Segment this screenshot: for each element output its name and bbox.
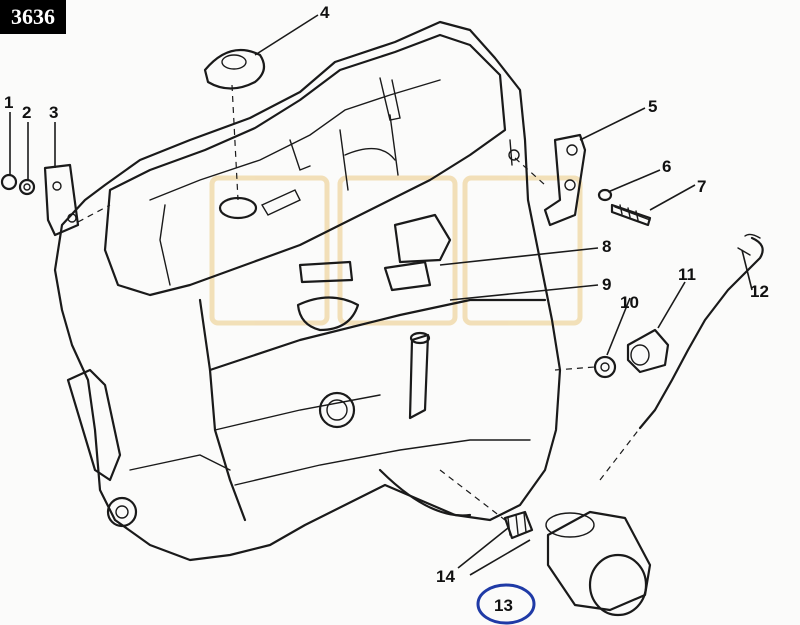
callout-6: 6 [662, 157, 671, 176]
callout-9: 9 [602, 275, 611, 294]
callout-13: 13 [494, 596, 513, 615]
callout-1: 1 [4, 93, 13, 112]
part-12-dipstick [599, 233, 764, 481]
engine-block [53, 20, 562, 562]
callout-10: 10 [620, 293, 639, 312]
callout-labels: 1 2 3 4 5 6 7 8 9 10 11 12 13 14 [4, 3, 769, 615]
part-4-filler-cap [203, 48, 266, 201]
part-14-fitting [439, 469, 534, 540]
callout-14: 14 [436, 567, 455, 586]
part-5-6-7-bracket [514, 133, 652, 227]
callout-2: 2 [22, 103, 31, 122]
part-number-badge: 3636 [0, 0, 66, 34]
part-1-2-3-bracket-hardware [0, 163, 111, 237]
callout-3: 3 [49, 103, 58, 122]
callout-8: 8 [602, 237, 611, 256]
watermark [209, 175, 583, 326]
leader-lines [9, 14, 753, 576]
part-10-11-sender [554, 328, 670, 379]
part-13-oil-filter [545, 510, 652, 617]
callout-13-highlight-circle [476, 583, 536, 625]
callout-5: 5 [648, 97, 657, 116]
callout-4: 4 [320, 3, 330, 22]
callout-7: 7 [697, 177, 706, 196]
callout-12: 12 [750, 282, 769, 301]
callout-11: 11 [678, 265, 696, 284]
